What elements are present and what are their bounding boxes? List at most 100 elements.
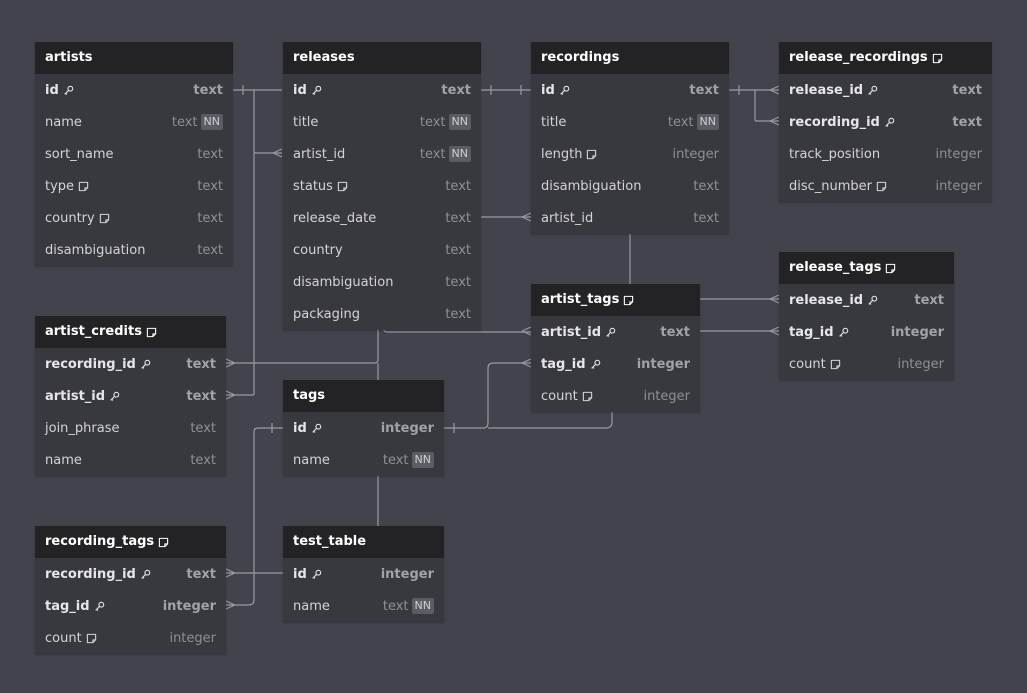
note-icon[interactable] <box>830 359 841 370</box>
column-name-text: release_id <box>789 82 864 98</box>
note-icon[interactable] <box>623 295 634 306</box>
note-icon[interactable] <box>78 181 89 192</box>
note-icon[interactable] <box>99 213 110 224</box>
column-name-text: name <box>45 452 82 468</box>
table-header[interactable]: test_table <box>283 526 444 558</box>
many-marker <box>521 212 532 222</box>
column-name-text: country <box>45 210 95 226</box>
table-header[interactable]: tags <box>283 380 444 412</box>
table-header[interactable]: artists <box>35 42 233 74</box>
note-icon[interactable] <box>885 263 896 274</box>
note-icon[interactable] <box>932 53 943 64</box>
table-header[interactable]: artist_tags <box>531 284 700 316</box>
not-null-badge: NN <box>411 452 434 468</box>
note-icon[interactable] <box>876 181 887 192</box>
note-icon[interactable] <box>337 181 348 192</box>
note-icon[interactable] <box>582 391 593 402</box>
table-header[interactable]: release_recordings <box>779 42 992 74</box>
table-header[interactable]: recordings <box>531 42 729 74</box>
not-null-badge: NN <box>696 114 719 130</box>
many-marker <box>225 568 236 578</box>
table-header[interactable]: releases <box>283 42 481 74</box>
table-header[interactable]: recording_tags <box>35 526 226 558</box>
column-type: text <box>660 324 690 340</box>
table-header[interactable]: release_tags <box>779 252 954 284</box>
key-icon <box>867 295 878 306</box>
many-marker <box>769 116 780 126</box>
column-row[interactable]: tag_id integer <box>779 316 954 348</box>
table-header[interactable]: artist_credits <box>35 316 226 348</box>
note-icon[interactable] <box>586 149 597 160</box>
key-icon <box>311 85 322 96</box>
note-icon[interactable] <box>146 327 157 338</box>
column-name: artist_id <box>45 389 120 404</box>
table-name: test_table <box>293 534 367 549</box>
column-name: release_id <box>789 83 878 98</box>
note-icon[interactable] <box>86 633 97 644</box>
column-name: tag_id <box>789 325 849 340</box>
note-icon[interactable] <box>158 537 169 548</box>
column-type: integer <box>890 324 944 340</box>
table-name: releases <box>293 50 355 65</box>
column-name: packaging <box>293 307 360 322</box>
relationship-line-3 <box>226 153 255 396</box>
table-name: artists <box>45 50 93 65</box>
column-name: country <box>293 243 343 258</box>
column-type: text <box>693 178 719 194</box>
column-name-text: release_id <box>789 292 864 308</box>
column-name: title <box>293 115 318 130</box>
column-type: text <box>693 210 719 226</box>
